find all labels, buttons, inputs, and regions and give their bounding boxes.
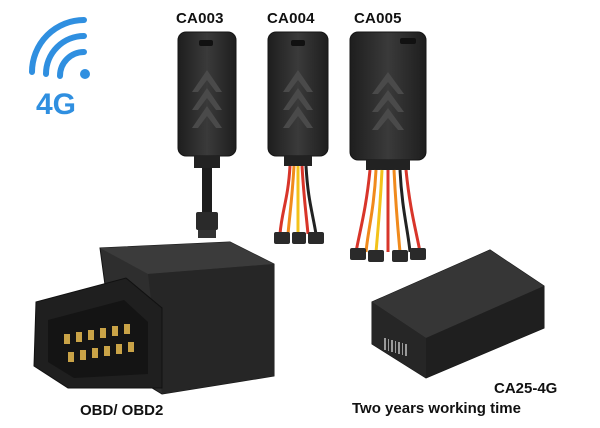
wifi-signal-icon — [29, 17, 90, 79]
ca25-device-image — [371, 249, 545, 379]
model-label-ca003: CA003 — [176, 10, 224, 27]
ca25-feature-label: Two years working time — [352, 400, 521, 417]
model-label-ca004: CA004 — [267, 10, 315, 27]
network-type-label: 4G — [36, 88, 77, 121]
ca25-model-label: CA25-4G — [494, 380, 558, 397]
model-label-ca005: CA005 — [354, 10, 402, 27]
ca004-device-image — [267, 31, 329, 244]
obd-device-image — [33, 241, 275, 395]
ca003-device-image — [177, 31, 237, 238]
ca005-device-image — [349, 31, 427, 262]
obd-caption: OBD/ OBD2 — [80, 402, 164, 419]
